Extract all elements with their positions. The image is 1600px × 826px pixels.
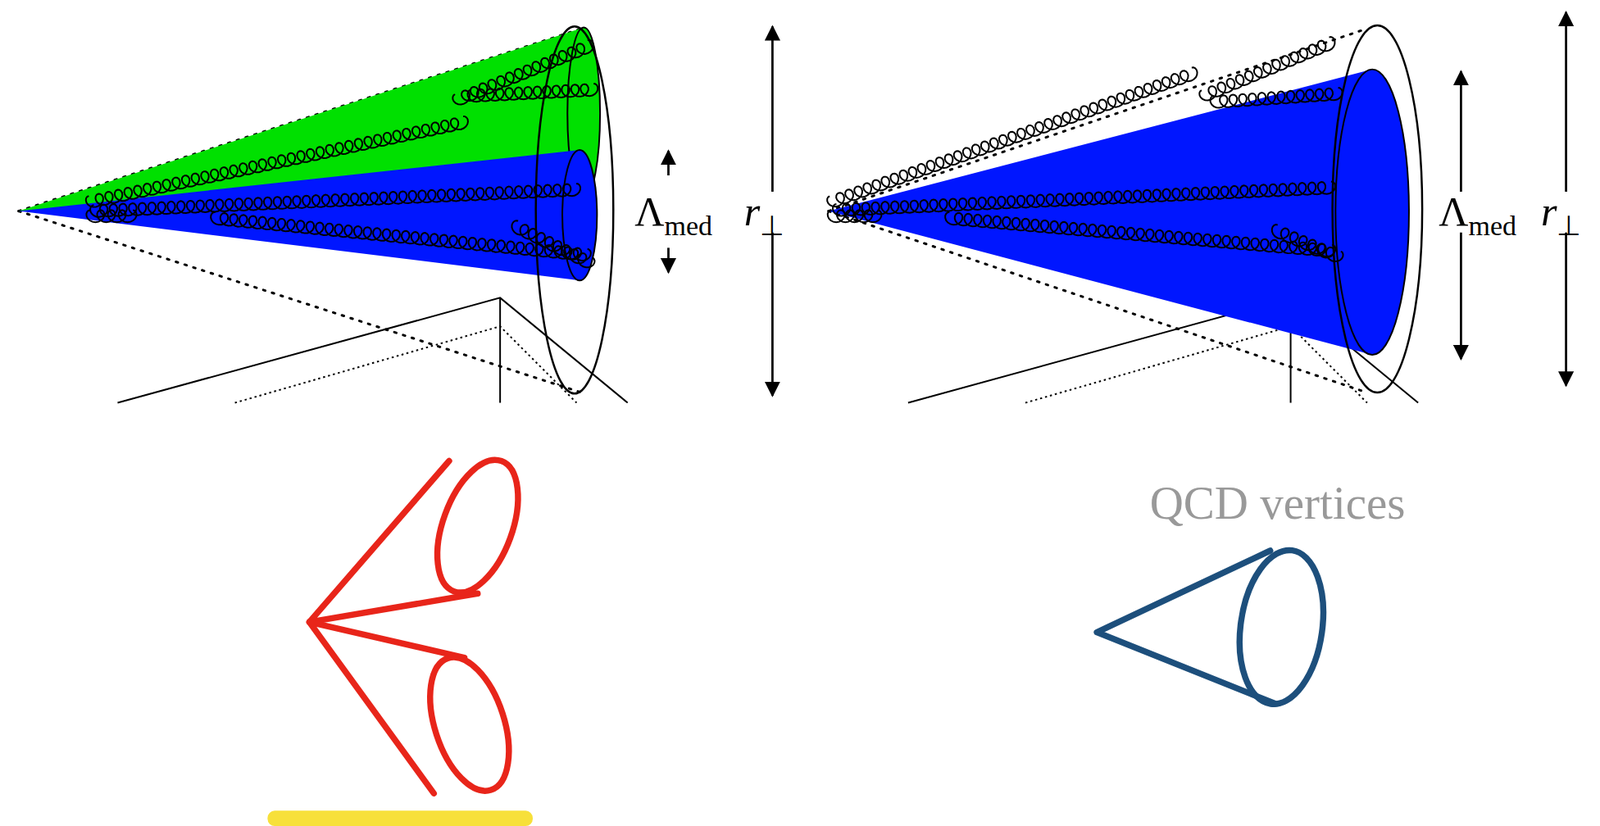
gluon [827, 67, 1197, 207]
jet-cone-left [18, 26, 614, 394]
symbol: Λ [1438, 188, 1469, 235]
red-double-cone [309, 449, 534, 801]
symbol: r [744, 188, 760, 235]
gluon [452, 40, 593, 105]
blue-single-cone [1096, 545, 1333, 710]
gluon [945, 212, 1336, 257]
gluon-lines [86, 36, 1344, 268]
symbol: Λ [634, 188, 664, 235]
gluon [90, 183, 581, 218]
dimension-label: r⊥ [744, 190, 785, 232]
gluon [832, 181, 1336, 217]
gluon [827, 209, 882, 223]
gluon [1199, 36, 1335, 100]
gluon [1272, 224, 1344, 262]
gluon [86, 116, 469, 208]
dimension-arrow [668, 12, 1566, 396]
annotation: QCD vertices [1150, 479, 1406, 527]
subscript: med [1468, 210, 1517, 241]
gluon [210, 212, 591, 261]
dimension-label: Λmed [634, 190, 713, 232]
dimension-label: Λmed [1438, 190, 1517, 232]
gluon [511, 220, 595, 268]
highlight-stroke [267, 810, 533, 826]
subscript: ⊥ [1556, 210, 1582, 241]
subscript: ⊥ [759, 210, 785, 241]
gluon [86, 209, 137, 223]
subscript: med [664, 210, 714, 241]
gluon [467, 83, 598, 102]
gluon [1209, 87, 1342, 109]
dimension-label: r⊥ [1540, 190, 1582, 232]
symbol: r [1540, 188, 1557, 235]
jet-cone-right [828, 25, 1423, 393]
